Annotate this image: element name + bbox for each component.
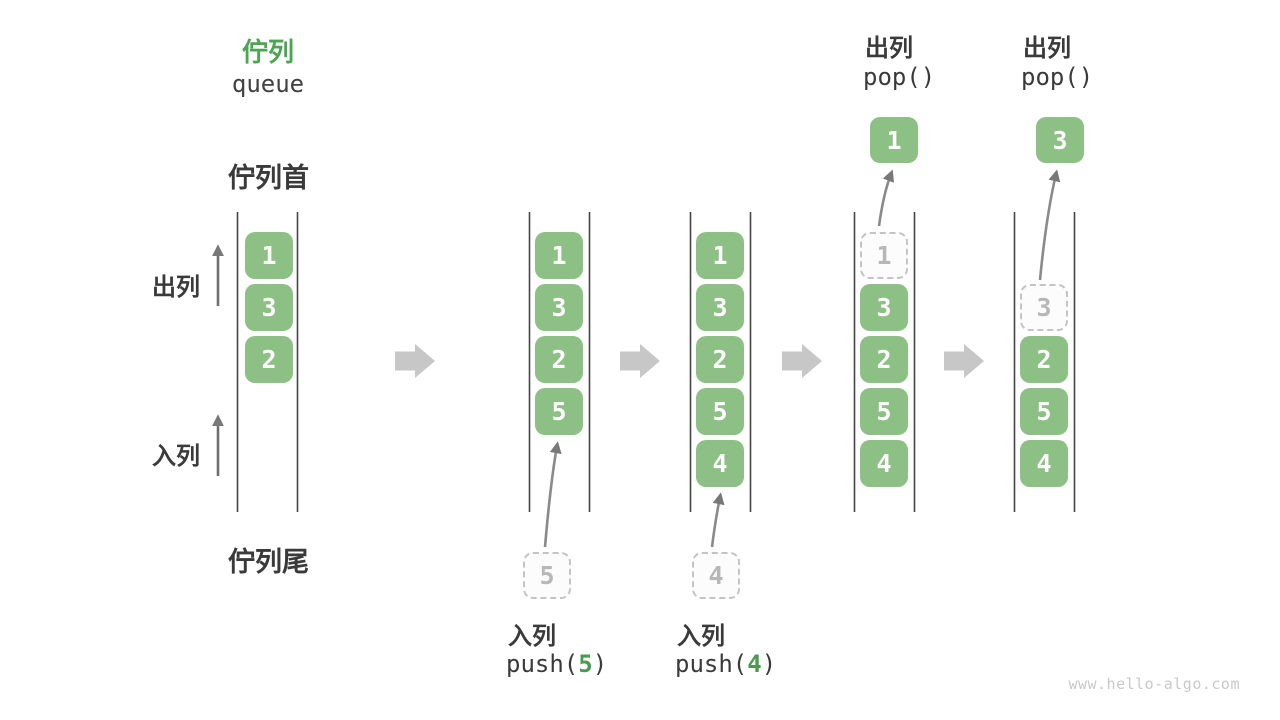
queue-2-cell: 5 xyxy=(535,388,583,435)
watermark: www.hello-algo.com xyxy=(1068,675,1240,693)
q2-enqueue-label: 入列 xyxy=(508,623,556,650)
queue-2-cell: 2 xyxy=(535,336,583,383)
queue-2-cell: 3 xyxy=(535,284,583,331)
q3-push-call: push(4) xyxy=(675,650,776,678)
q5-pop-arrow xyxy=(1038,169,1061,281)
queue-4-cell: 4 xyxy=(860,440,908,487)
queue-3-cell: 1 xyxy=(696,232,744,279)
q3-push-arrow xyxy=(710,492,725,548)
queue-3-cell: 4 xyxy=(696,440,744,487)
q2-push-call-value: 5 xyxy=(578,650,593,678)
q5-pop-call: pop() xyxy=(1021,63,1094,91)
q4-pop-arrow xyxy=(877,169,895,227)
diagram-title-en: queue xyxy=(231,70,305,98)
queue-3-cell: 2 xyxy=(696,336,744,383)
queue-3-cell: 5 xyxy=(696,388,744,435)
queue-1-cell: 3 xyxy=(245,284,293,331)
queue-5-cell: 2 xyxy=(1020,336,1068,383)
q3-push-call-prefix: push( xyxy=(675,650,748,678)
q4-dequeue-label: 出列 xyxy=(865,35,913,62)
queue-walls xyxy=(236,212,1076,512)
queue-3-staged-cell: 4 xyxy=(692,552,740,599)
queue-1-cell: 1 xyxy=(245,232,293,279)
queue-1-cell: 2 xyxy=(245,336,293,383)
q3-push-call-suffix: ) xyxy=(761,650,777,678)
flow-arrow-1 xyxy=(395,344,435,378)
queue-4-cell: 2 xyxy=(860,336,908,383)
queue-3-cell: 3 xyxy=(696,284,744,331)
flow-arrow-4 xyxy=(944,344,984,378)
q2-push-arrow xyxy=(543,441,562,548)
queue-2-cell: 1 xyxy=(535,232,583,279)
queue-5-cell: 5 xyxy=(1020,388,1068,435)
queue-rear-label: 佇列尾 xyxy=(228,547,309,577)
queue-4-cell: 5 xyxy=(860,388,908,435)
q4-popped-cell: 1 xyxy=(870,117,918,163)
q4-pop-call: pop() xyxy=(863,63,936,91)
q3-enqueue-label: 入列 xyxy=(677,623,725,650)
queue-front-label: 佇列首 xyxy=(228,163,309,193)
diagram-title-zh: 佇列 xyxy=(241,37,294,67)
q2-push-call: push(5) xyxy=(506,650,607,678)
enqueue-side-label: 入列 xyxy=(152,443,200,470)
q3-push-call-value: 4 xyxy=(747,650,762,678)
queue-4-cell: 3 xyxy=(860,284,908,331)
dequeue-side-label: 出列 xyxy=(152,274,200,301)
queue-5-ghost-cell: 3 xyxy=(1020,284,1068,331)
flow-arrow-3 xyxy=(782,344,822,378)
queue-5-cell: 4 xyxy=(1020,440,1068,487)
q5-popped-cell: 3 xyxy=(1036,117,1084,163)
q2-push-call-suffix: ) xyxy=(592,650,608,678)
q2-push-call-prefix: push( xyxy=(506,650,579,678)
flow-arrow-2 xyxy=(620,344,660,378)
queue-4-ghost-cell: 1 xyxy=(860,232,908,279)
q5-dequeue-label: 出列 xyxy=(1023,35,1071,62)
queue-2-staged-cell: 5 xyxy=(523,552,571,599)
